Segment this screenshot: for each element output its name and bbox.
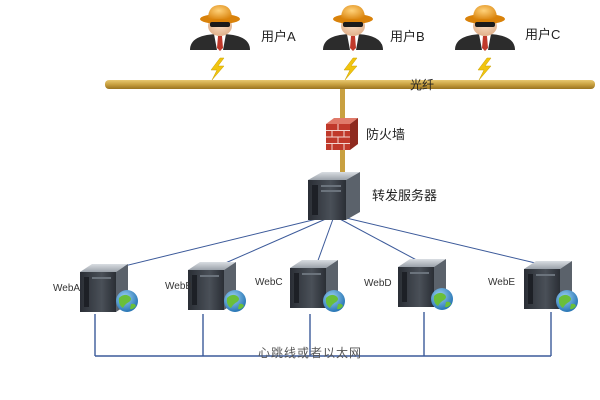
globe-icon [224,290,246,312]
firewall-icon [326,118,358,150]
backbone-drop-line [340,89,345,119]
heartbeat-bus-label: 心跳线或者以太网 [258,346,363,360]
web-a-label: WebA [53,283,81,294]
web-c-label: WebC [255,277,283,288]
firewall-label: 防火墙 [366,127,406,142]
globe-icon [116,290,138,312]
link-to-webc [315,218,334,267]
server-icon [524,261,572,309]
heartbeat-bus [94,312,552,357]
user-avatar-icon [455,5,515,51]
server-icon [188,262,236,310]
link-to-webb [213,217,329,269]
web-e-label: WebE [488,277,516,288]
fiber-label: 光纤 [410,78,435,92]
lightning-icon [343,57,358,81]
forwarding-server-label: 转发服务器 [372,188,438,203]
web-b-label: WebB [165,281,193,292]
globe-icon [556,290,578,312]
link-to-webe [341,216,549,267]
user-a-label: 用户A [261,29,296,44]
user-avatar-icon [190,5,250,51]
globe-icon [323,290,345,312]
fiber-backbone [105,80,595,89]
lightning-icon [477,57,492,81]
user-avatar-icon [323,5,383,51]
web-d-label: WebD [364,278,392,289]
link-to-weba [107,216,326,271]
lightning-icon [210,57,225,81]
user-c-label: 用户C [525,27,561,42]
firewall-to-forwarder-line [340,150,345,172]
server-icon [308,172,360,220]
link-to-webd [337,217,425,265]
globe-icon [431,288,453,310]
user-b-label: 用户B [390,29,425,44]
